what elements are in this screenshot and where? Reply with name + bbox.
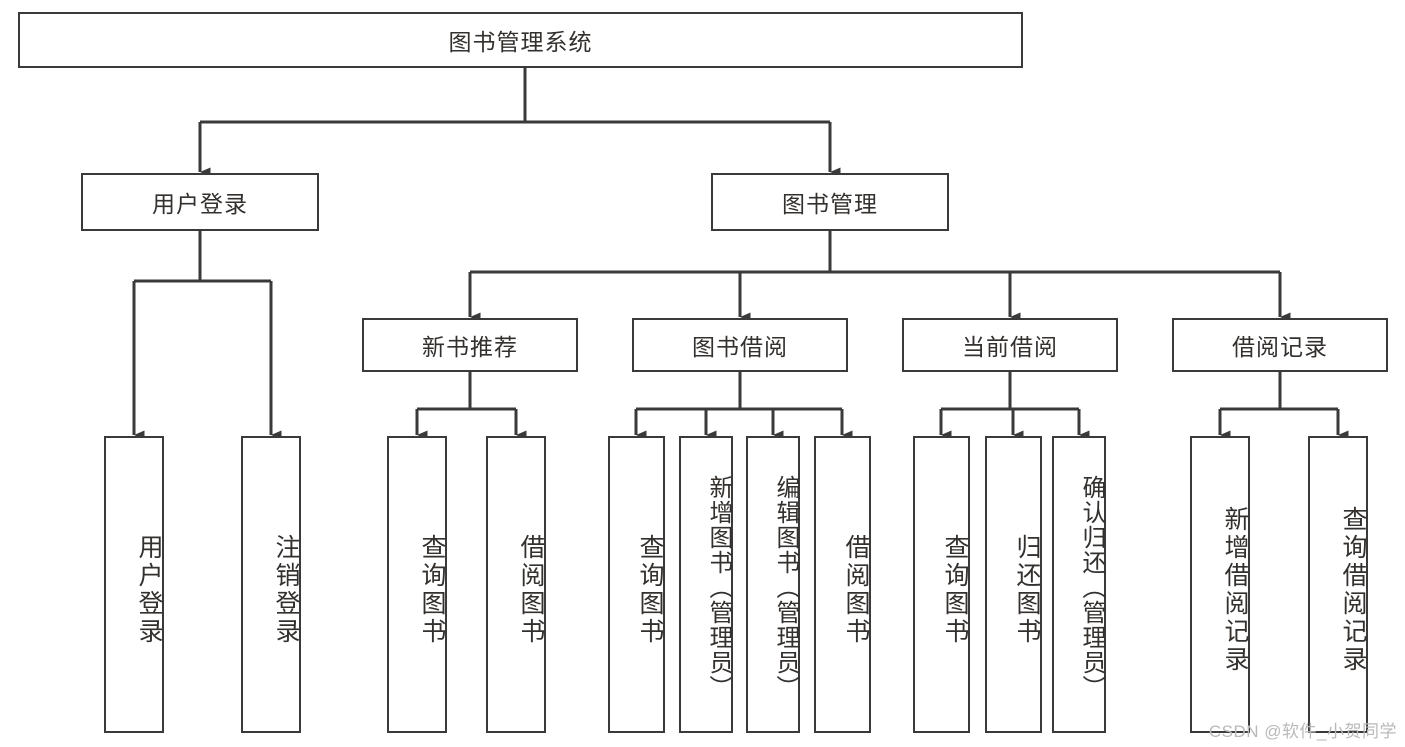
leaf-node-3: 借阅图书 — [486, 436, 546, 733]
leaf-node-7: 借阅图书 — [814, 436, 871, 733]
level2-node-0: 用户登录 — [81, 173, 319, 231]
node-label: 借阅图书 — [517, 533, 545, 646]
node-label: 借阅图书 — [842, 533, 870, 646]
node-label: 查询图书 — [941, 533, 969, 646]
node-label: 图书管理系统 — [448, 29, 593, 55]
watermark-label: CSDN @软件_小贺同学 — [1208, 722, 1397, 741]
leaf-node-10: 确认归还（管理员） — [1052, 436, 1106, 733]
node-label: 图书借阅 — [692, 334, 788, 360]
level3-node-1: 图书借阅 — [632, 318, 848, 372]
level2-node-1: 图书管理 — [711, 173, 949, 231]
leaf-node-8: 查询图书 — [913, 436, 970, 733]
leaf-node-11: 新增借阅记录 — [1190, 436, 1250, 733]
node-label: 查询图书 — [636, 533, 664, 646]
node-label: 借阅记录 — [1232, 334, 1328, 360]
leaf-node-0: 用户登录 — [104, 436, 164, 733]
node-label: 新增借阅记录 — [1221, 505, 1249, 674]
node-label: 用户登录 — [152, 191, 248, 217]
leaf-node-5: 新增图书（管理员） — [679, 436, 733, 733]
node-label: 用户登录 — [135, 533, 163, 646]
node-label: 查询图书 — [418, 533, 446, 646]
leaf-node-9: 归还图书 — [985, 436, 1042, 733]
node-label: 归还图书 — [1013, 533, 1041, 646]
leaf-node-6: 编辑图书（管理员） — [746, 436, 800, 733]
root-node: 图书管理系统 — [18, 12, 1023, 68]
leaf-node-1: 注销登录 — [241, 436, 301, 733]
node-label: 编辑图书（管理员） — [772, 475, 799, 700]
leaf-node-12: 查询借阅记录 — [1308, 436, 1368, 733]
node-label: 图书管理 — [782, 191, 878, 217]
leaf-node-2: 查询图书 — [387, 436, 447, 733]
level3-node-2: 当前借阅 — [902, 318, 1118, 372]
node-label: 新书推荐 — [422, 334, 518, 360]
node-label: 查询借阅记录 — [1339, 505, 1367, 674]
leaf-node-4: 查询图书 — [608, 436, 665, 733]
node-label: 确认归还（管理员） — [1078, 475, 1105, 700]
level3-node-0: 新书推荐 — [362, 318, 578, 372]
node-label: 新增图书（管理员） — [705, 475, 732, 700]
node-label: 注销登录 — [272, 533, 300, 646]
node-label: 当前借阅 — [962, 334, 1058, 360]
level3-node-3: 借阅记录 — [1172, 318, 1388, 372]
